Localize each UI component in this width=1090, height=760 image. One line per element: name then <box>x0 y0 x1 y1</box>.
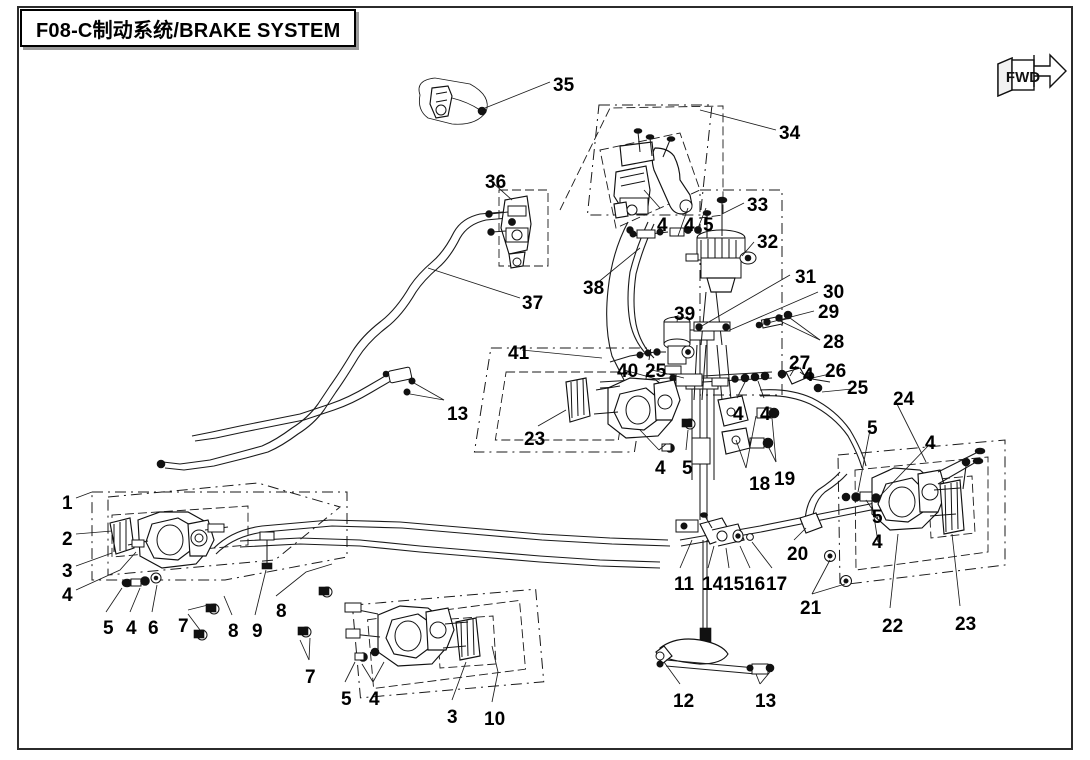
callout-26[interactable]: 26 <box>825 361 847 382</box>
callout-5b[interactable]: 5 <box>341 689 352 710</box>
callout-7b[interactable]: 7 <box>305 667 316 688</box>
callout-40[interactable]: 40 <box>617 361 639 382</box>
diagram-title-plate: F08-C制动系统/BRAKE SYSTEM <box>20 9 357 47</box>
callout-25b[interactable]: 25 <box>645 361 667 382</box>
fwd-orientation-badge: FWD <box>992 52 1070 100</box>
callout-13b[interactable]: 13 <box>447 404 469 425</box>
callout-4c[interactable]: 4 <box>369 689 380 710</box>
callout-24[interactable]: 24 <box>893 389 915 410</box>
callout-23b[interactable]: 23 <box>524 429 546 450</box>
callout-6[interactable]: 6 <box>148 618 159 639</box>
callout-28[interactable]: 28 <box>823 332 845 353</box>
callout-4j[interactable]: 4 <box>684 215 695 236</box>
callout-13[interactable]: 13 <box>755 691 777 712</box>
callout-14[interactable]: 14 <box>702 574 724 595</box>
callout-20[interactable]: 20 <box>787 544 809 565</box>
callout-29[interactable]: 29 <box>818 302 840 323</box>
callout-3b[interactable]: 3 <box>447 707 458 728</box>
callout-33[interactable]: 33 <box>747 195 769 216</box>
callout-17[interactable]: 17 <box>766 574 788 595</box>
callout-39[interactable]: 39 <box>674 304 696 325</box>
callout-41[interactable]: 41 <box>508 343 530 364</box>
callout-4d[interactable]: 4 <box>925 433 936 454</box>
callout-19[interactable]: 19 <box>774 469 796 490</box>
callout-4h[interactable]: 4 <box>655 458 666 479</box>
callout-5[interactable]: 5 <box>103 618 114 639</box>
callout-22[interactable]: 22 <box>882 616 904 637</box>
callout-32[interactable]: 32 <box>757 232 779 253</box>
callout-1[interactable]: 1 <box>62 493 73 514</box>
callout-38[interactable]: 38 <box>583 278 605 299</box>
callout-36[interactable]: 36 <box>485 172 507 193</box>
callout-4b[interactable]: 4 <box>126 618 137 639</box>
callout-2[interactable]: 2 <box>62 529 73 550</box>
forward-arrow-icon: FWD <box>997 53 1067 98</box>
page-frame <box>17 6 1073 750</box>
callout-3[interactable]: 3 <box>62 561 73 582</box>
callout-4i[interactable]: 4 <box>657 215 668 236</box>
callout-16[interactable]: 16 <box>744 574 766 595</box>
callout-4f[interactable]: 4 <box>760 404 771 425</box>
callout-25[interactable]: 25 <box>847 378 869 399</box>
callout-15[interactable]: 15 <box>723 574 745 595</box>
callout-30[interactable]: 30 <box>823 282 845 303</box>
callout-8[interactable]: 8 <box>228 621 239 642</box>
svg-text:FWD: FWD <box>1006 69 1040 86</box>
callout-31[interactable]: 31 <box>795 267 817 288</box>
callout-27[interactable]: 27 <box>789 353 811 374</box>
callout-9[interactable]: 9 <box>252 621 263 642</box>
callout-8b[interactable]: 8 <box>276 601 287 622</box>
callout-35[interactable]: 35 <box>553 75 575 96</box>
callout-37[interactable]: 37 <box>522 293 544 314</box>
callout-12[interactable]: 12 <box>673 691 695 712</box>
callout-4g[interactable]: 4 <box>733 404 744 425</box>
callout-11[interactable]: 11 <box>674 574 695 595</box>
page-title: F08-C制动系统/BRAKE SYSTEM <box>36 19 341 42</box>
callout-7[interactable]: 7 <box>178 616 189 637</box>
callout-5d[interactable]: 5 <box>682 458 693 479</box>
callout-23[interactable]: 23 <box>955 614 977 635</box>
callout-5f[interactable]: 5 <box>872 507 883 528</box>
callout-10[interactable]: 10 <box>484 709 506 730</box>
callout-4[interactable]: 4 <box>62 585 73 606</box>
callout-21[interactable]: 21 <box>800 598 822 619</box>
callout-5e[interactable]: 5 <box>703 215 714 236</box>
callout-18[interactable]: 18 <box>749 474 771 495</box>
callout-4k[interactable]: 4 <box>872 532 883 553</box>
callout-34[interactable]: 34 <box>779 123 801 144</box>
callout-5c[interactable]: 5 <box>867 418 878 439</box>
